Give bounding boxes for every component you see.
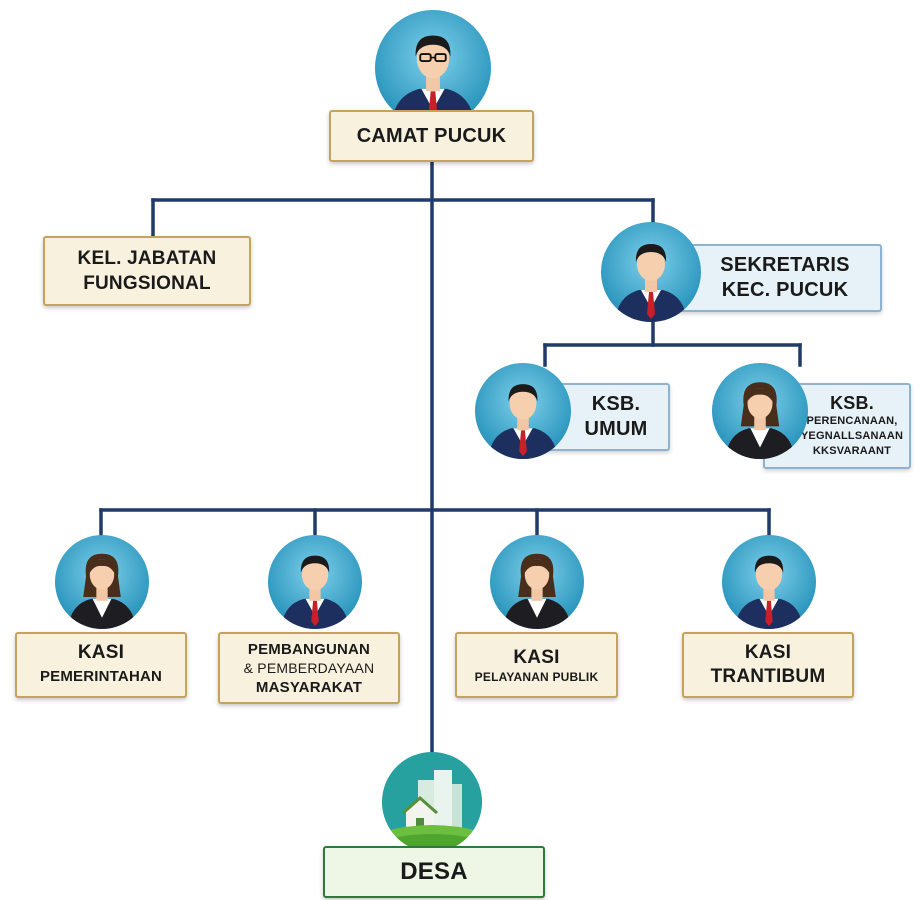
kasi-pelayanan-line1: KASI: [513, 646, 560, 668]
pembangunan-box[interactable]: PEMBANGUNAN & PEMBERDAYAAN MASYARAKAT: [218, 632, 400, 704]
kasi-pemerintahan-box[interactable]: KASI PEMERINTAHAN: [15, 632, 187, 698]
desa-title: DESA: [400, 858, 468, 885]
ksb-perencanaan-line3: YEGNALLSANAAN: [800, 430, 904, 442]
sekretaris-avatar-icon: [601, 222, 701, 322]
ksb-perencanaan-line2: PERENCANAAN,: [806, 415, 898, 427]
ksb-perencanaan-line1: KSB.: [830, 393, 874, 413]
fungsional-box[interactable]: KEL. JABATAN FUNGSIONAL: [43, 236, 251, 306]
camat-pucuk-box[interactable]: CAMAT PUCUK: [329, 110, 534, 162]
pembangunan-avatar-icon: [268, 535, 362, 629]
ksb-perencanaan-avatar-icon: [712, 363, 808, 459]
camat-avatar-icon: [375, 10, 491, 126]
fungsional-line1: KEL. JABATAN: [77, 248, 217, 269]
fungsional-line2: FUNGSIONAL: [83, 273, 211, 294]
kasi-pemerintahan-line2: PEMERINTAHAN: [39, 668, 163, 685]
village-buildings-icon: [382, 752, 482, 852]
kasi-pelayanan-box[interactable]: KASI PELAYANAN PUBLIK: [455, 632, 618, 698]
kasi-trantibum-line2: TRANTIBUM: [710, 666, 826, 687]
pembangunan-line1: PEMBANGUNAN: [247, 640, 371, 658]
kasi-pemerintahan-line1: KASI: [77, 642, 125, 663]
kasi-pelayanan-avatar-icon: [490, 535, 584, 629]
ksb-perencanaan-line4: KKSVARAANT: [812, 445, 892, 457]
kasi-trantibum-box[interactable]: KASI TRANTIBUM: [682, 632, 854, 698]
pembangunan-line2: & PEMBERDAYAAN: [243, 659, 375, 676]
desa-box[interactable]: DESA: [323, 846, 545, 898]
kasi-trantibum-avatar-icon: [722, 535, 816, 629]
sekretaris-line1: SEKRETARIS: [720, 254, 850, 276]
ksb-umum-avatar-icon: [475, 363, 571, 459]
sekretaris-line2: KEC. PUCUK: [721, 279, 849, 301]
camat-title: CAMAT PUCUK: [356, 124, 507, 147]
kasi-pemerintahan-avatar-icon: [55, 535, 149, 629]
ksb-umum-line2: UMUM: [584, 418, 648, 440]
kasi-pelayanan-line2: PELAYANAN PUBLIK: [474, 669, 599, 684]
kasi-trantibum-line1: KASI: [744, 642, 792, 663]
pembangunan-line3: MASYARAKAT: [255, 678, 363, 696]
ksb-umum-line1: KSB.: [591, 393, 641, 415]
